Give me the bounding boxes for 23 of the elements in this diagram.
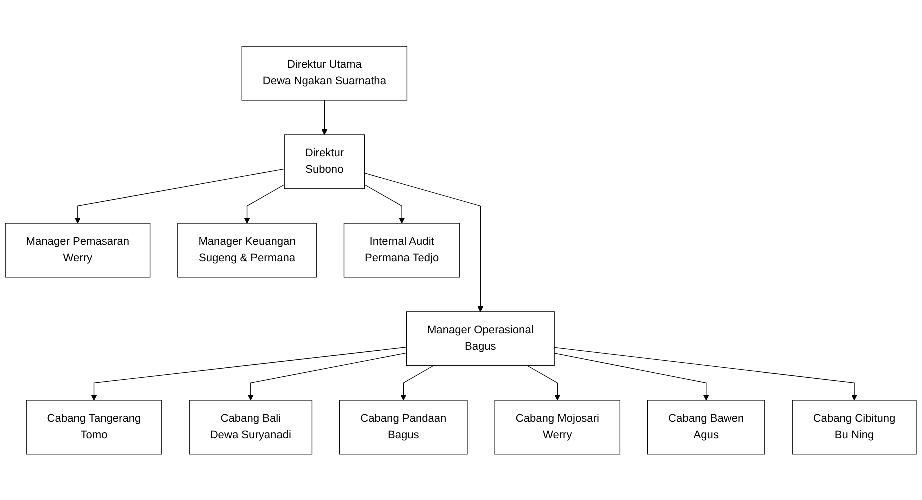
arrow [400,365,434,400]
node-box: Cabang Tangerang Tomo [26,400,162,454]
arrow [244,184,285,224]
arrow [248,352,408,400]
node-box: Cabang Bali Dewa Suryanadi [189,400,313,454]
arrow [554,346,858,400]
node-box: Manager Pemasaran Werry [5,222,151,278]
node-box: Manager Keuangan Sugeng & Permana [178,222,317,278]
node-box: Direktur Subono [284,134,366,189]
node-box: Cabang Pandaan Bagus [340,400,468,454]
arrow [322,100,328,135]
arrow [364,184,406,224]
node-box: Internal Audit Permana Tedjo [344,222,460,278]
node-box: Cabang Cibitung Bu Ning [792,400,917,454]
arrow [91,346,408,400]
node-box: Direktur Utama Dewa Ngakan Suarnatha [242,46,408,100]
node-box: Cabang Mojosari Werry [494,400,621,454]
node-box: Manager Operasional Bagus [406,311,555,366]
arrow [554,352,710,400]
arrow [364,172,484,312]
arrow [74,168,285,224]
node-box: Cabang Bawen Agus [647,400,766,454]
arrow [527,365,561,400]
